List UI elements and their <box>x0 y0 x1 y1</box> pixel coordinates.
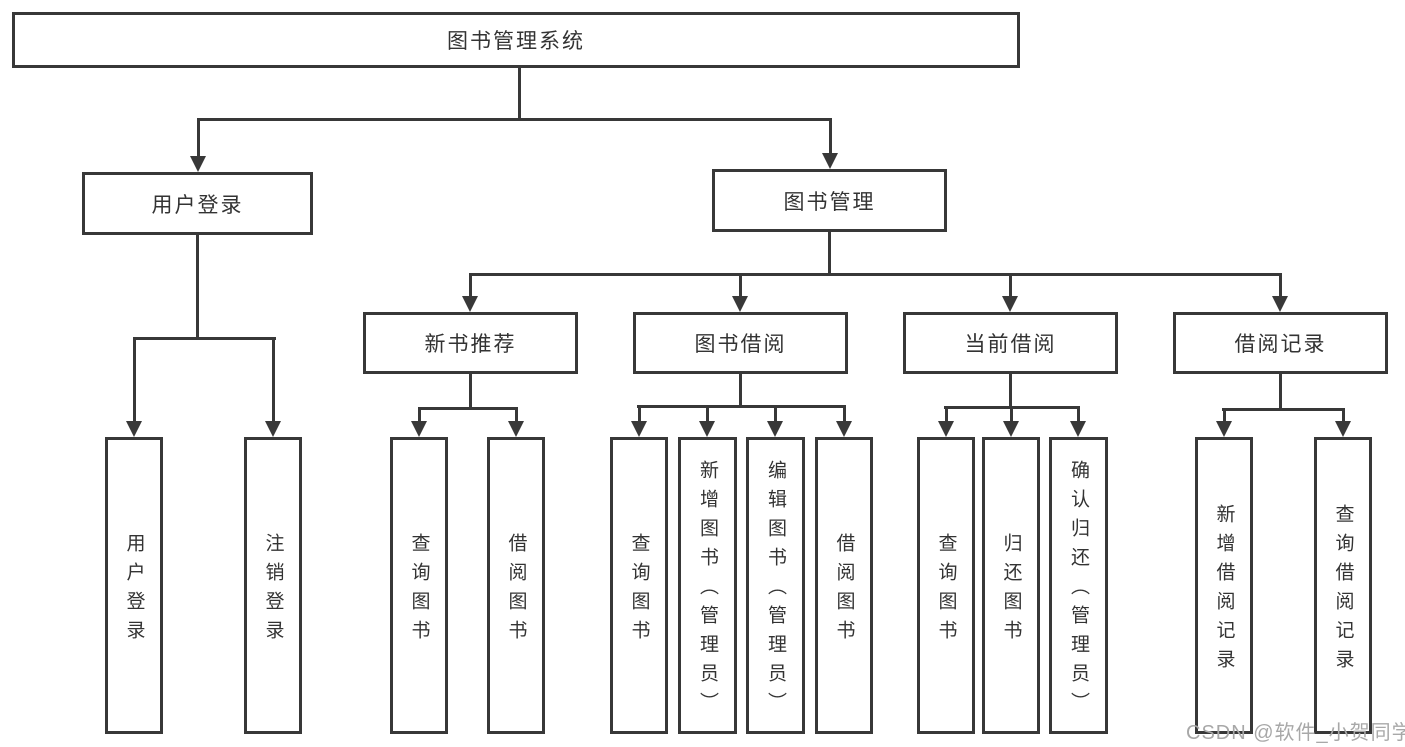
connector-line <box>739 374 742 408</box>
node-borrowing-records-label: 借阅记录 <box>1234 333 1327 356</box>
arrow-down-icon <box>732 273 748 312</box>
node-new-book-recommend-label: 新书推荐 <box>424 333 517 356</box>
node-book-management-label: 图书管理 <box>783 190 876 214</box>
arrow-down-icon <box>462 273 478 312</box>
leaf-cb-return-books-label: 归还图书 <box>1000 532 1022 649</box>
arrow-down-icon <box>411 407 427 437</box>
node-borrowing-records: 借阅记录 <box>1173 312 1388 374</box>
arrow-down-icon <box>265 337 281 437</box>
connector-line <box>197 118 831 121</box>
arrow-down-icon <box>190 118 206 172</box>
connector-line <box>418 407 518 410</box>
leaf-logout-label: 注销登录 <box>262 532 284 649</box>
arrow-down-icon <box>1216 408 1232 437</box>
node-book-management: 图书管理 <box>712 169 947 232</box>
node-current-borrowing-label: 当前借阅 <box>964 333 1057 356</box>
node-new-book-recommend: 新书推荐 <box>363 312 578 374</box>
node-current-borrowing: 当前借阅 <box>903 312 1118 374</box>
connector-line <box>637 405 846 408</box>
leaf-nbr-query-books: 查询图书 <box>390 437 448 734</box>
arrow-down-icon <box>767 405 783 437</box>
node-user-login-label: 用户登录 <box>151 193 244 217</box>
leaf-bb-add-books-admin-label: 新增图书（管理员） <box>697 460 718 721</box>
leaf-br-query-record: 查询借阅记录 <box>1314 437 1372 734</box>
arrow-down-icon <box>938 406 954 437</box>
leaf-logout: 注销登录 <box>244 437 302 734</box>
leaf-nbr-borrow-books-label: 借阅图书 <box>505 532 527 649</box>
leaf-user-login: 用户登录 <box>105 437 163 734</box>
leaf-bb-edit-books-admin-label: 编辑图书（管理员） <box>765 460 786 721</box>
arrow-down-icon <box>1272 273 1288 312</box>
leaf-br-add-record-label: 新增借阅记录 <box>1213 503 1235 678</box>
leaf-br-query-record-label: 查询借阅记录 <box>1332 503 1354 678</box>
connector-line <box>1009 374 1012 409</box>
arrow-down-icon <box>836 405 852 437</box>
connector-line <box>469 273 1282 276</box>
leaf-bb-borrow-books-label: 借阅图书 <box>833 532 855 649</box>
leaf-nbr-borrow-books: 借阅图书 <box>487 437 545 734</box>
arrow-down-icon <box>1335 408 1351 437</box>
leaf-nbr-query-books-label: 查询图书 <box>408 532 430 649</box>
connector-line <box>133 337 276 340</box>
leaf-cb-return-books: 归还图书 <box>982 437 1040 734</box>
leaf-bb-edit-books-admin: 编辑图书（管理员） <box>746 437 805 734</box>
leaf-bb-query-books-label: 查询图书 <box>628 532 650 649</box>
node-book-borrowing: 图书借阅 <box>633 312 848 374</box>
leaf-br-add-record: 新增借阅记录 <box>1195 437 1253 734</box>
arrow-down-icon <box>1002 273 1018 312</box>
arrow-down-icon <box>699 405 715 437</box>
arrow-down-icon <box>126 337 142 437</box>
arrow-down-icon <box>1003 406 1019 437</box>
leaf-cb-query-books: 查询图书 <box>917 437 975 734</box>
leaf-bb-add-books-admin: 新增图书（管理员） <box>678 437 737 734</box>
csdn-watermark: CSDN @软件_小贺同学 <box>1186 722 1405 744</box>
leaf-bb-borrow-books: 借阅图书 <box>815 437 873 734</box>
node-library-system: 图书管理系统 <box>12 12 1020 68</box>
connector-line <box>196 235 199 340</box>
leaf-cb-confirm-return-admin-label: 确认归还（管理员） <box>1068 460 1089 721</box>
connector-line <box>1279 374 1282 411</box>
leaf-cb-confirm-return-admin: 确认归还（管理员） <box>1049 437 1108 734</box>
arrow-down-icon <box>631 405 647 437</box>
leaf-user-login-label: 用户登录 <box>123 532 145 649</box>
leaf-bb-query-books: 查询图书 <box>610 437 668 734</box>
node-book-borrowing-label: 图书借阅 <box>694 333 787 356</box>
arrow-down-icon <box>1070 406 1086 437</box>
connector-line <box>469 374 472 410</box>
connector-line <box>828 232 831 276</box>
connector-line <box>518 68 521 120</box>
node-library-system-label: 图书管理系统 <box>447 30 585 53</box>
node-user-login: 用户登录 <box>82 172 313 235</box>
connector-line <box>1222 408 1345 411</box>
arrow-down-icon <box>508 407 524 437</box>
arrow-down-icon <box>822 118 838 169</box>
leaf-cb-query-books-label: 查询图书 <box>935 532 957 649</box>
